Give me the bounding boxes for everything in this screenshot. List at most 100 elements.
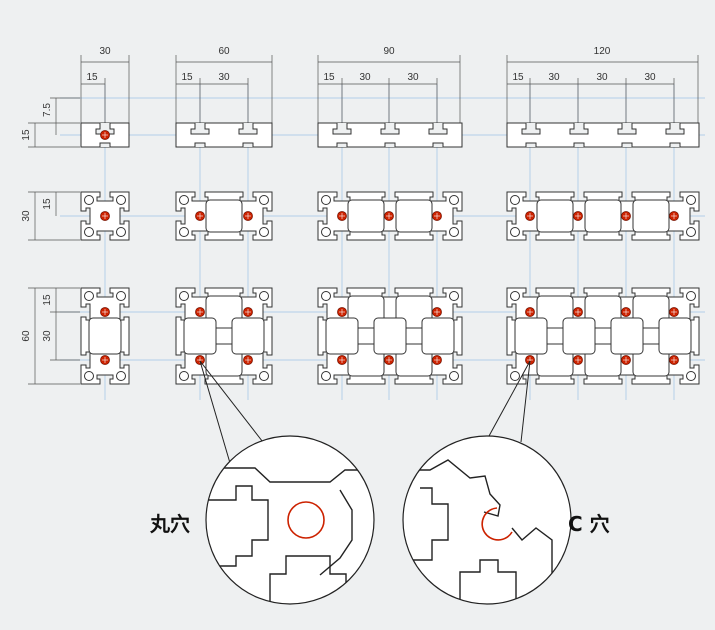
hole-marker [525,211,535,221]
c-hole-label: C 穴 [568,512,610,536]
column-dimensions [80,55,699,125]
callout-leaders [199,360,531,464]
inner-cavity [347,199,385,233]
hole-marker [669,355,679,365]
dim-30: 30 [407,72,419,83]
dim-row-15-sub: 15 [42,198,53,210]
corner-hole [510,195,520,205]
slot-bottom [525,142,537,147]
slot-top [190,123,210,135]
corner-hole [510,371,520,381]
dim-row-30: 30 [21,210,32,222]
corner-hole [449,227,459,237]
corner-hole [686,291,696,301]
hole-marker [621,355,631,365]
corner-hole [259,195,269,205]
dim-15: 15 [323,72,335,83]
dim-30: 30 [218,72,230,83]
hole-marker [195,211,205,221]
inner-cavity [562,317,596,355]
dim-row-60: 60 [21,330,32,342]
inner-cavity [373,317,407,355]
inner-cavity [205,199,243,233]
slot-bottom [194,142,206,147]
corner-hole [449,291,459,301]
hole-marker [384,211,394,221]
profile-15 [506,122,700,148]
dim-30: 30 [644,72,656,83]
profile-120x60 [506,287,700,385]
hole-marker [669,211,679,221]
corner-hole [259,291,269,301]
hole-marker [384,355,394,365]
corner-hole [179,371,189,381]
dim-col-30: 30 [99,46,111,57]
corner-hole [510,291,520,301]
dim-30: 30 [596,72,608,83]
corner-hole [84,195,94,205]
corner-hole [179,195,189,205]
hole-marker [195,355,205,365]
profile-90x30 [317,191,463,241]
slot-top [521,123,541,135]
dim-row-15: 15 [21,129,32,141]
inner-cavity [231,317,265,355]
round-hole-label: 丸穴 [149,512,190,536]
round-hole-marker [287,501,325,539]
profile-90x60 [317,287,463,385]
slot-top [569,123,589,135]
corner-hole [179,227,189,237]
hole-markers [100,130,679,365]
hole-marker [337,211,347,221]
round-hole-detail [205,435,375,605]
corner-hole [449,195,459,205]
profile-outline [175,122,273,148]
hole-marker [669,307,679,317]
slot-bottom [99,142,111,147]
dim-15: 15 [512,72,524,83]
corner-hole [321,371,331,381]
dim-col-60: 60 [218,46,230,57]
hole-marker [573,211,583,221]
hole-marker [243,307,253,317]
inner-cavity [610,317,644,355]
corner-hole [321,227,331,237]
hole-marker [100,355,110,365]
inner-cavity [632,199,670,233]
slot-bottom [384,142,396,147]
hole-marker [243,355,253,365]
inner-cavity [325,317,359,355]
slot-bottom [573,142,585,147]
dim-col-120: 120 [594,46,611,57]
slot-bottom [669,142,681,147]
corner-hole [116,371,126,381]
dim-15: 15 [181,72,193,83]
inner-cavity [88,317,122,355]
inner-cavity [183,317,217,355]
hole-marker [621,307,631,317]
inner-cavity [536,199,574,233]
corner-hole [686,227,696,237]
dim-30: 30 [548,72,560,83]
corner-hole [510,227,520,237]
corner-hole [179,291,189,301]
corner-hole [116,195,126,205]
corner-hole [686,371,696,381]
slot-bottom [621,142,633,147]
corner-hole [259,371,269,381]
inner-cavity [395,199,433,233]
hole-marker [337,307,347,317]
profile-30x60 [80,287,130,385]
slot-top [428,123,448,135]
corner-hole [259,227,269,237]
hole-marker [195,307,205,317]
hole-marker [432,307,442,317]
dim-row-7-5: 7.5 [42,103,53,117]
dim-row-15-sub: 15 [42,294,53,306]
c-hole-marker [481,507,513,541]
slot-top [617,123,637,135]
inner-cavity [584,199,622,233]
row-dimensions [28,97,80,385]
slot-top [332,123,352,135]
